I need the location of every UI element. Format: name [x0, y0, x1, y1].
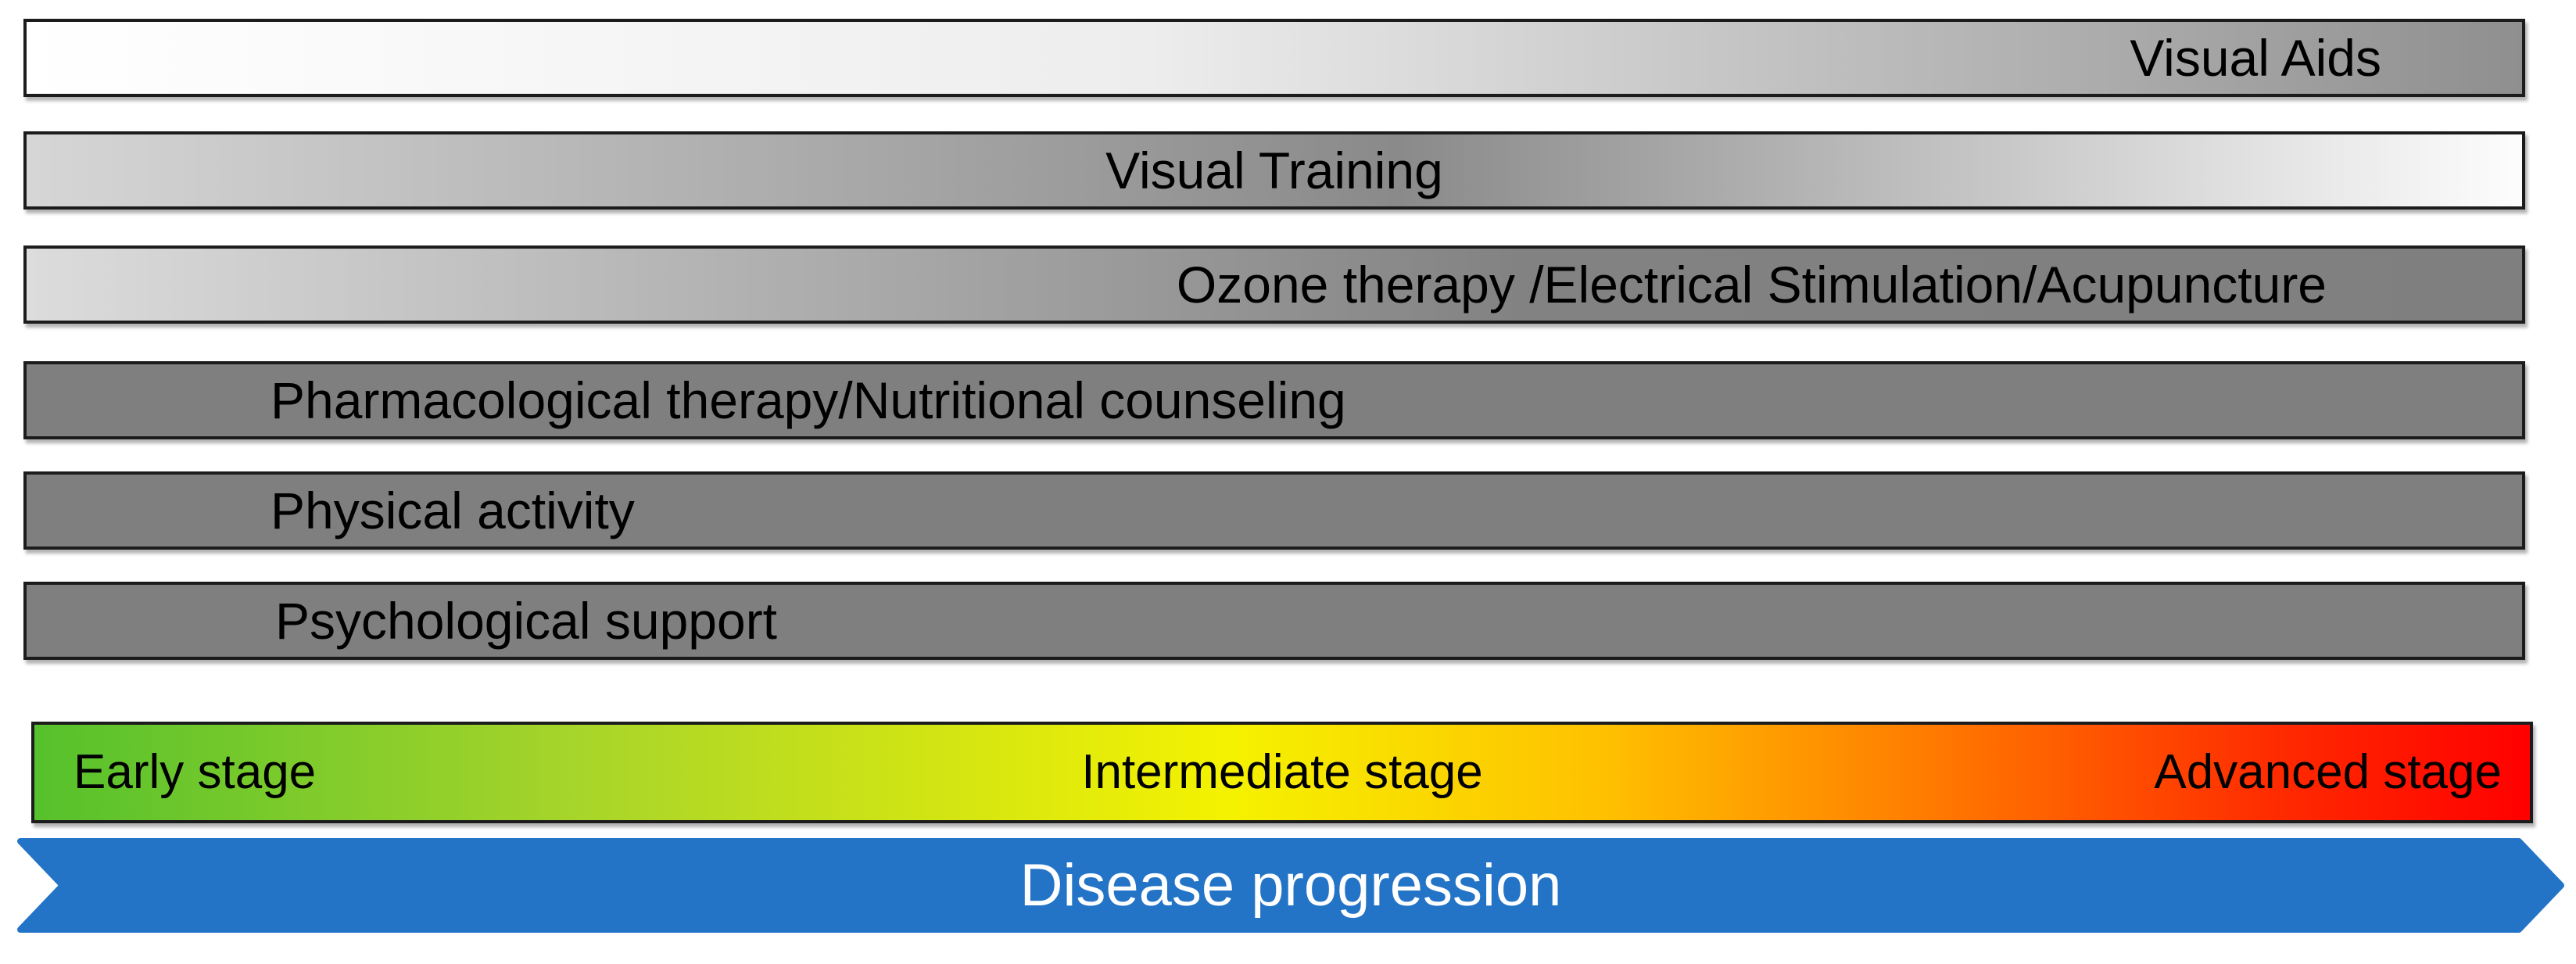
therapy-bar-visual-aids: Visual Aids [23, 19, 2525, 97]
disease-progression-arrow: Disease progression [17, 838, 2564, 933]
therapy-bar-psychological-support: Psychological support [23, 582, 2525, 660]
therapy-bar-label: Visual Aids [2130, 29, 2381, 87]
therapy-bar-label: Physical activity [270, 482, 635, 539]
right-arrow-shape [17, 838, 2564, 933]
therapy-bar-label: Visual Training [1105, 142, 1443, 199]
therapy-bar-label: Psychological support [275, 592, 778, 650]
stage-label-intermediate: Intermediate stage [1081, 745, 1483, 799]
stage-gradient-bar: Early stage Intermediate stage Advanced … [31, 722, 2533, 823]
stage-label-advanced: Advanced stage [2154, 745, 2502, 799]
therapy-bar-physical-activity: Physical activity [23, 471, 2525, 550]
therapy-bar-label: Pharmacological therapy/Nutritional coun… [270, 371, 1346, 429]
disease-progression-label: Disease progression [1019, 851, 1562, 919]
therapy-bar-pharmacological-nutritional: Pharmacological therapy/Nutritional coun… [23, 361, 2525, 439]
stage-label-early: Early stage [73, 745, 317, 799]
therapy-bar-visual-training: Visual Training [23, 131, 2525, 210]
therapy-bar-label: Ozone therapy /Electrical Stimulation/Ac… [1176, 256, 2327, 314]
therapy-bar-ozone-electrical-acupuncture: Ozone therapy /Electrical Stimulation/Ac… [23, 245, 2525, 324]
